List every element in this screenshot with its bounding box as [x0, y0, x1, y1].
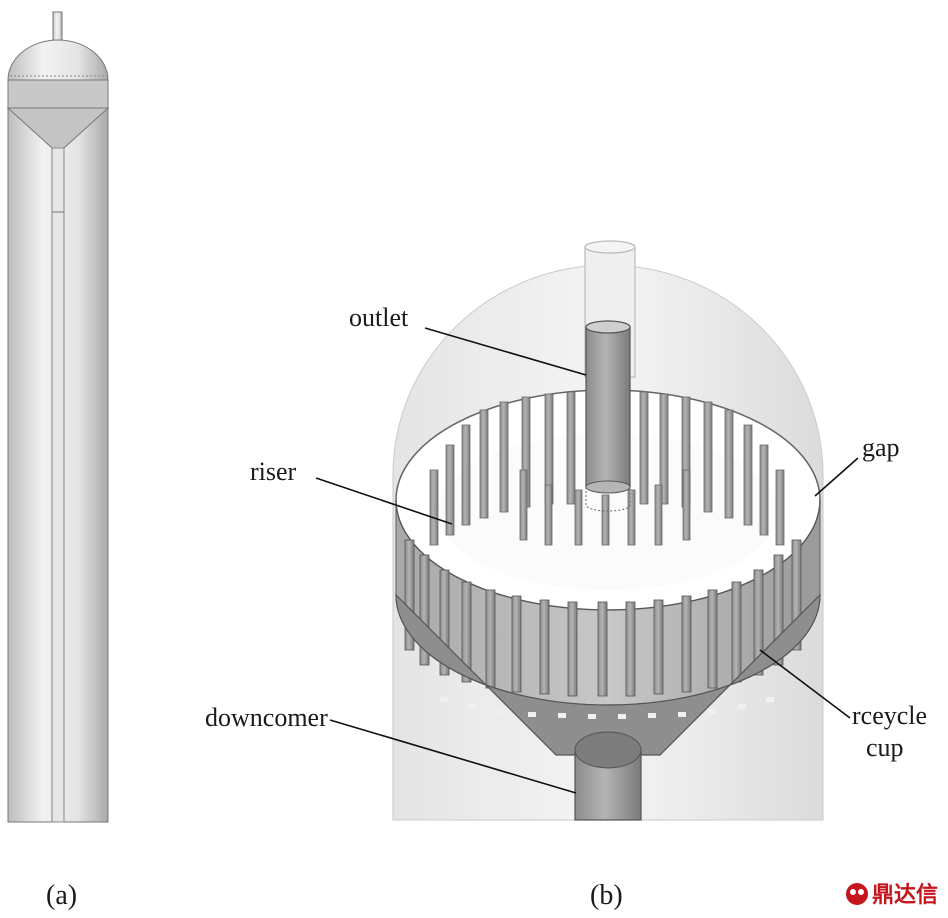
- label-recycle-cup-line2: cup: [866, 733, 904, 762]
- cone-holes: [440, 697, 774, 719]
- label-gap: gap: [862, 433, 900, 462]
- column-overview: [6, 11, 110, 823]
- column-downcomer: [51, 147, 65, 823]
- label-riser: riser: [250, 457, 297, 486]
- column-dome: [7, 39, 109, 81]
- watermark-logo: 鼎达信: [846, 882, 938, 908]
- column-recycle-cup: [7, 79, 109, 109]
- cone-bottom: [395, 593, 821, 756]
- label-outlet: outlet: [349, 303, 409, 332]
- caption-a: (a): [46, 880, 77, 911]
- risers-front: [404, 539, 802, 697]
- label-downcomer: downcomer: [205, 703, 328, 732]
- caption-b: (b): [590, 880, 623, 911]
- leader-lines: [315, 327, 859, 794]
- label-recycle-cup-line1: rceycle: [852, 701, 927, 730]
- risers-back: [429, 391, 785, 546]
- top-section-detail: [315, 240, 859, 821]
- outlet-pipe: [585, 326, 631, 488]
- watermark-text: 鼎达信: [872, 882, 938, 908]
- watermark-logo-icon: [846, 883, 868, 905]
